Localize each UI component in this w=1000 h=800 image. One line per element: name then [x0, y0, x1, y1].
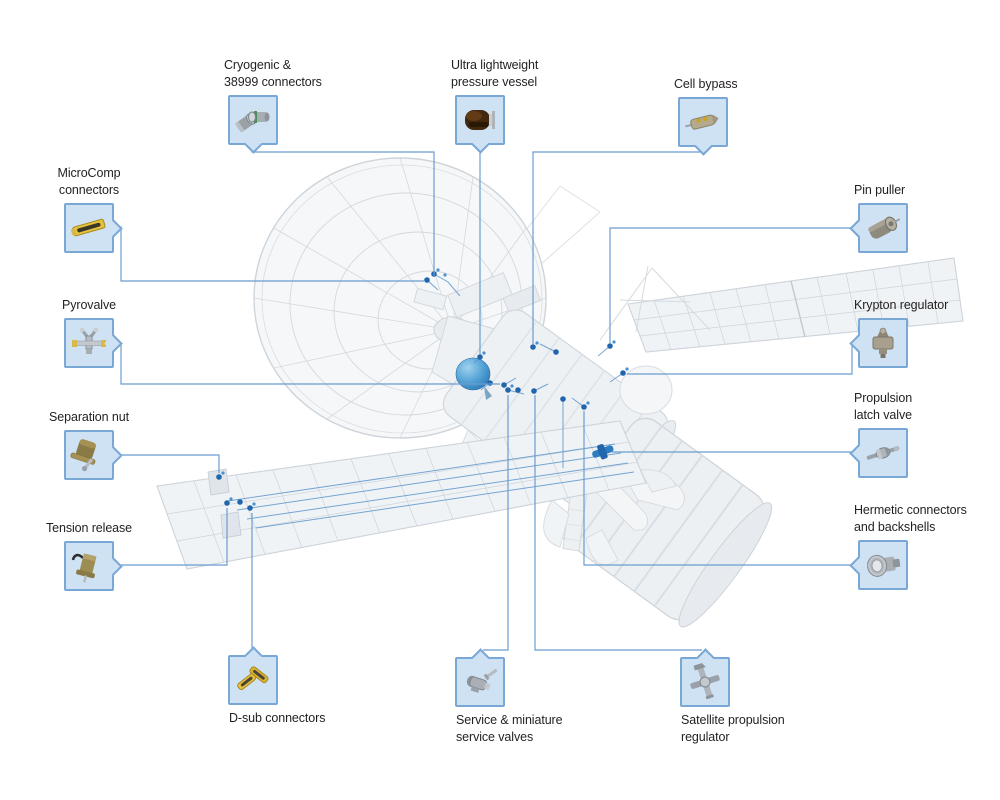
leader-hermetic-connectors-backshells — [583, 411, 854, 566]
callout-pyrovalve: Pyrovalve — [62, 298, 123, 368]
callout-cryogenic-38999-connectors: Cryogenic & 38999 connectors — [224, 58, 322, 154]
callout-hermetic-connectors-backshells: Hermetic connectors and backshells — [849, 503, 967, 590]
ultra-lightweight-pressure-vessel-label: Ultra lightweight pressure vessel — [451, 58, 539, 89]
leader-pin-puller — [609, 227, 854, 343]
component-markers — [216, 268, 629, 511]
left-solar-array — [156, 420, 647, 570]
service-miniature-valves-label: Service & miniature service valves — [456, 713, 563, 744]
callout-ultra-lightweight-pressure-vessel: Ultra lightweight pressure vessel — [451, 58, 538, 154]
blue-pressure-sphere — [455, 357, 492, 400]
pyrovalve-thumbnail — [64, 318, 123, 368]
tension-release-icon — [71, 553, 97, 583]
pyrovalve-label: Pyrovalve — [62, 297, 116, 312]
tension-release-thumbnail — [64, 541, 123, 591]
pin-puller-thumbnail — [849, 203, 908, 253]
hermetic-connector-icon — [867, 554, 901, 577]
latch-valve-icon — [866, 446, 900, 460]
satellite-propulsion-regulator-label: Satellite propulsion regulator — [681, 713, 785, 744]
leader-krypton-regulator — [627, 346, 853, 375]
lower-mast — [535, 475, 619, 566]
leader-separation-nut — [116, 454, 220, 473]
satellite-propulsion-regulator-thumbnail — [680, 648, 730, 707]
microcomp-connectors-label: MicroComp connectors — [57, 166, 121, 197]
krypton-regulator-label: Krypton regulator — [854, 297, 949, 312]
circular-connectors-icon — [234, 111, 270, 133]
krypton-regulator-thumbnail — [849, 318, 908, 368]
hermetic-connectors-backshells-thumbnail — [849, 540, 908, 590]
callout-tension-release: Tension release — [46, 521, 132, 591]
cell-bypass-label: Cell bypass — [674, 76, 738, 91]
cell-bypass-icon — [685, 114, 719, 130]
cryogenic-38999-connectors-label: Cryogenic & 38999 connectors — [224, 58, 322, 89]
pin-puller-icon — [868, 216, 901, 239]
d-sub-connectors-label: D-sub connectors — [229, 711, 326, 725]
callout-propulsion-latch-valve: Propulsion latch valve — [849, 391, 912, 478]
callout-microcomp-connectors: MicroComp connectors — [58, 166, 123, 253]
d-sub-connectors-icon — [237, 666, 269, 691]
propulsion-latch-valve-label: Propulsion latch valve — [854, 391, 913, 422]
separation-nut-thumbnail — [64, 430, 123, 480]
propulsion-latch-valve-thumbnail — [849, 428, 908, 478]
callout-cell-bypass: Cell bypass — [674, 77, 738, 156]
krypton-regulator-icon — [872, 327, 894, 358]
callout-service-miniature-valves: Service & miniature service valves — [455, 648, 563, 744]
callout-satellite-propulsion-regulator: Satellite propulsion regulator — [680, 648, 785, 744]
pressure-vessel-icon — [465, 110, 495, 130]
leader-tension-release — [116, 508, 228, 566]
d-sub-connectors-thumbnail — [228, 646, 278, 705]
white-tank-sphere — [619, 365, 673, 415]
cryogenic-38999-connectors-thumbnail — [228, 95, 278, 154]
callout-separation-nut: Separation nut — [49, 410, 129, 480]
callout-leader-lines — [116, 146, 854, 651]
service-miniature-valves-thumbnail — [455, 648, 505, 707]
callout-pin-puller: Pin puller — [849, 183, 908, 253]
callout-krypton-regulator: Krypton regulator — [849, 298, 948, 368]
hermetic-connectors-backshells-label: Hermetic connectors and backshells — [854, 503, 967, 534]
leader-satellite-propulsion-regulator — [534, 395, 702, 651]
microcomp-connector-icon — [70, 218, 106, 237]
pyrovalve-icon — [72, 327, 106, 354]
tension-release-label: Tension release — [45, 520, 133, 535]
cell-bypass-thumbnail — [678, 97, 728, 156]
panel-truss — [599, 265, 711, 341]
service-valve-icon — [466, 668, 498, 693]
separation-nut-label: Separation nut — [49, 409, 129, 424]
ultra-lightweight-pressure-vessel-thumbnail — [455, 95, 505, 154]
propulsion-regulator-icon — [690, 662, 720, 700]
callout-d-sub-connectors: D-sub connectors — [228, 646, 325, 725]
blue-valve-component — [592, 444, 614, 460]
pin-puller-label: Pin puller — [854, 182, 906, 197]
leader-service-miniature-valves — [483, 395, 509, 651]
separation-nut-icon — [70, 439, 96, 472]
microcomp-connectors-thumbnail — [64, 203, 123, 253]
